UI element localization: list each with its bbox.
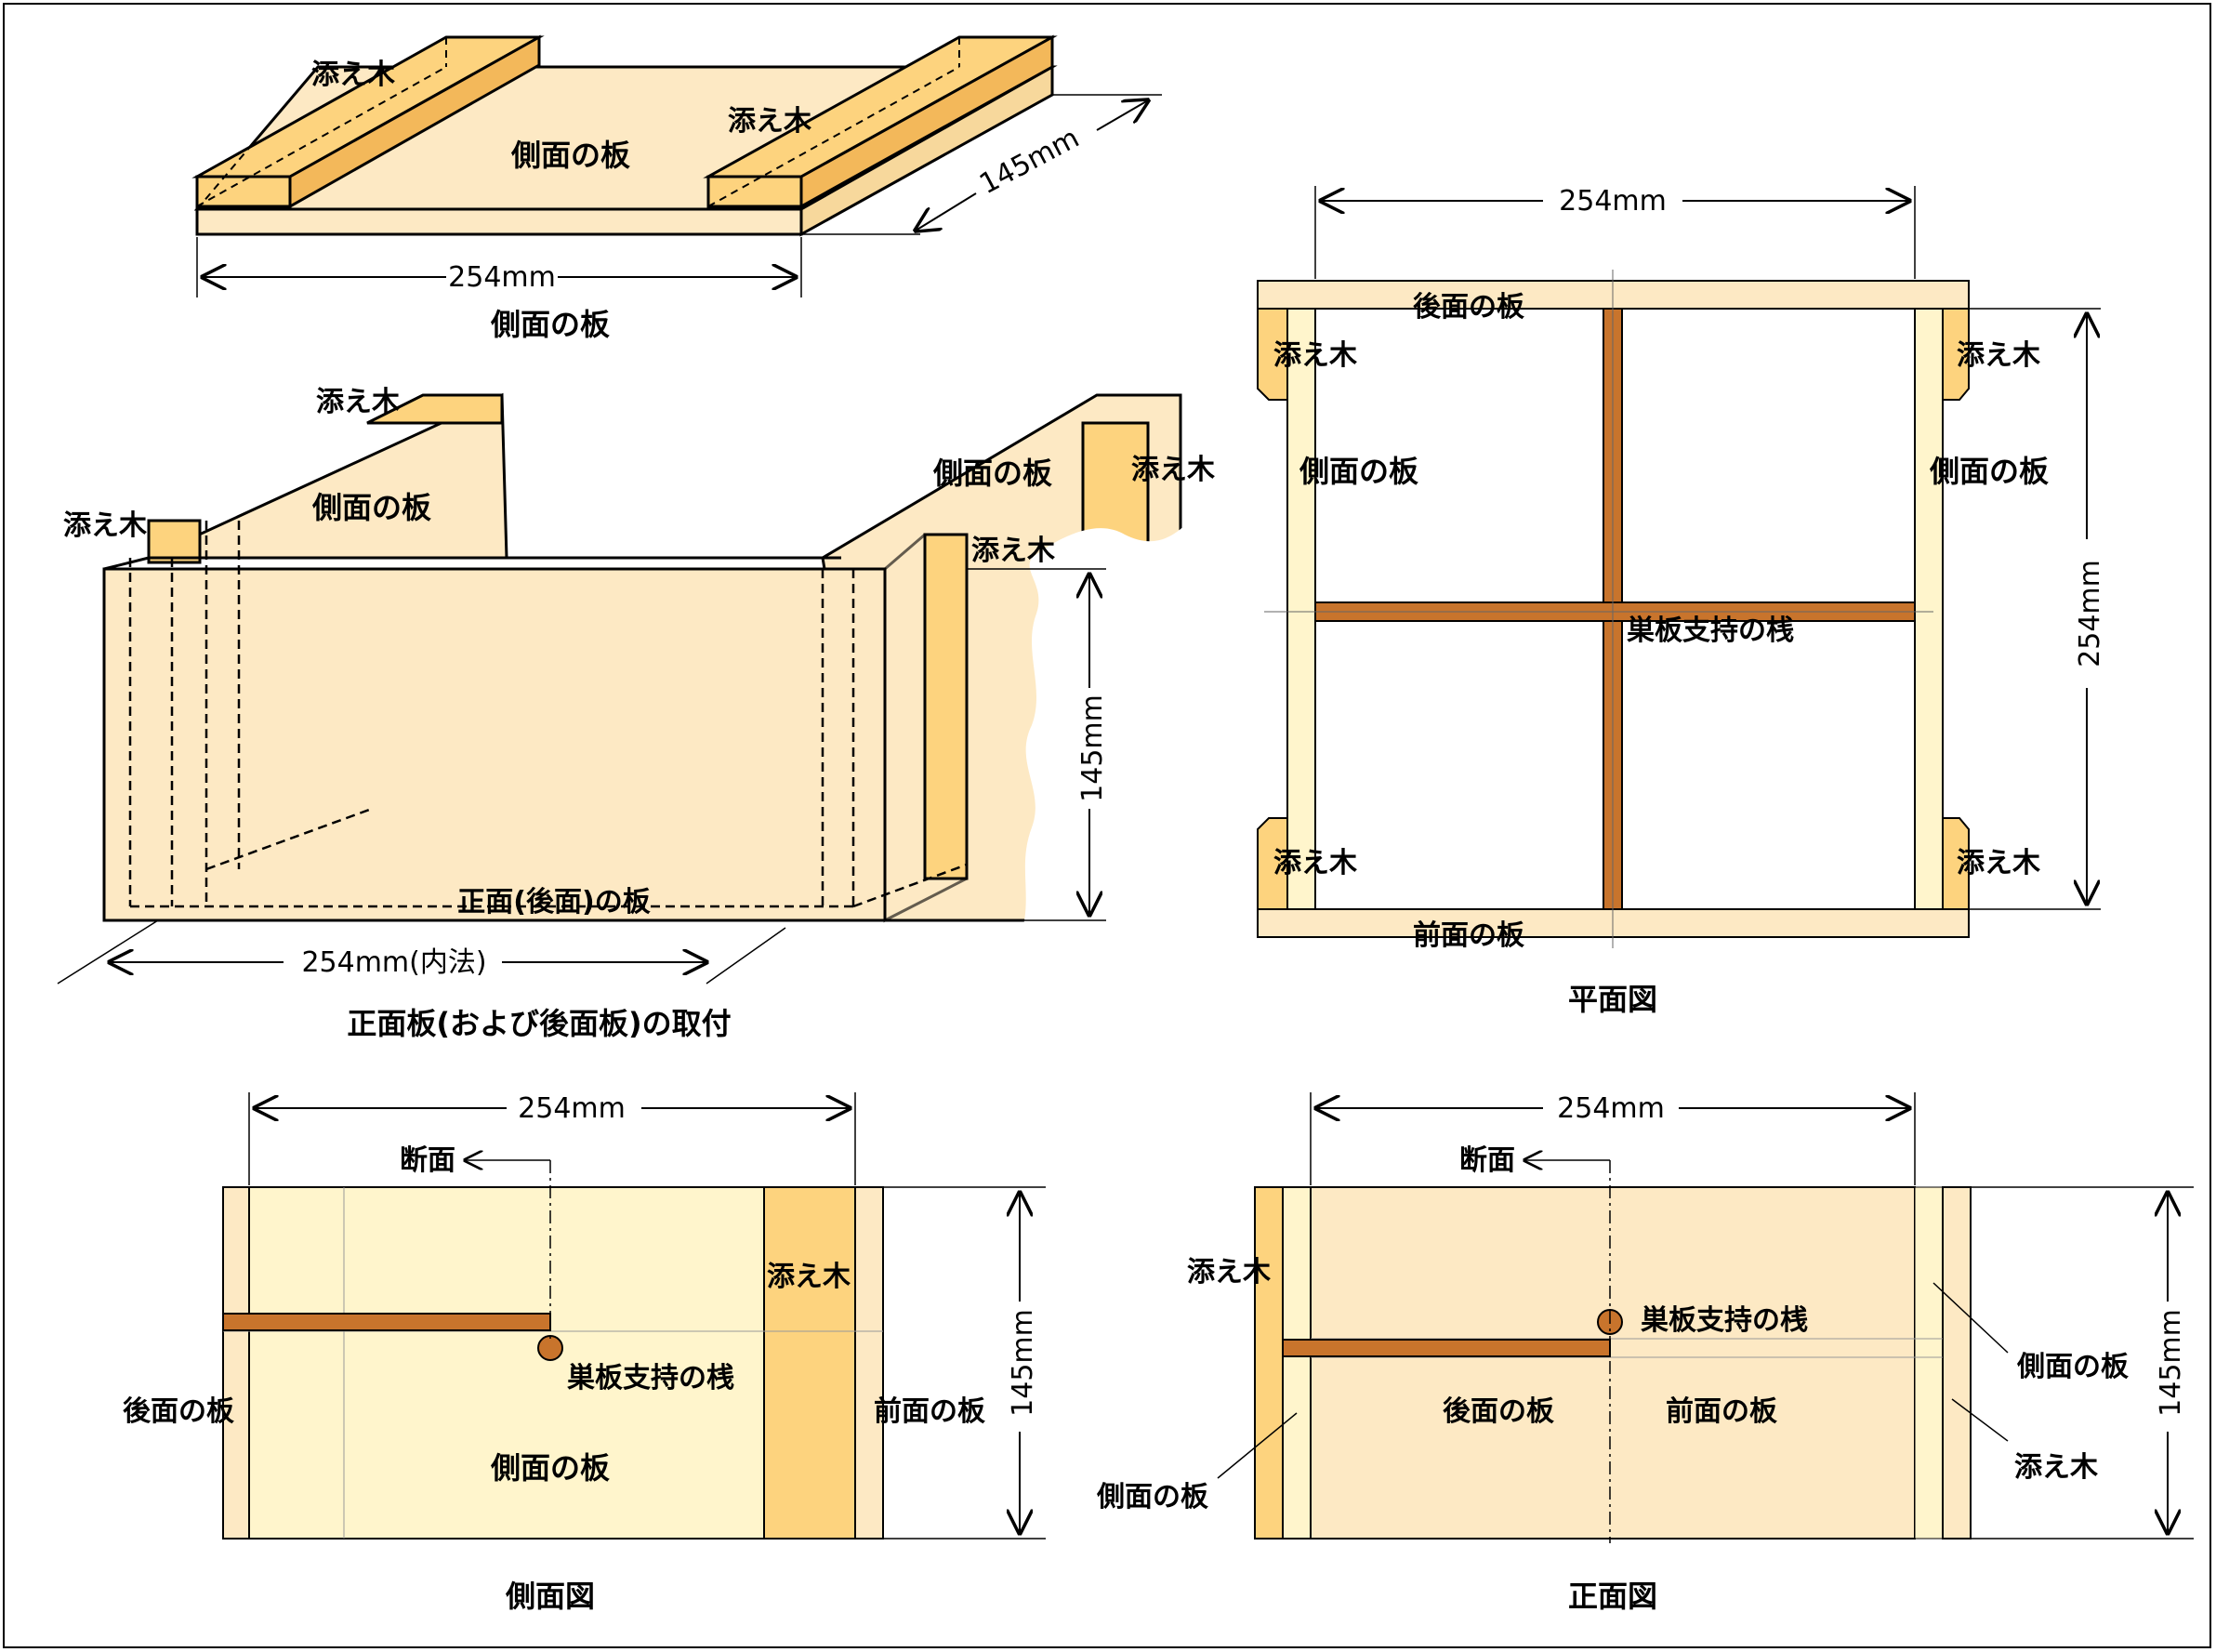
fv-left-side-board <box>1282 1186 1312 1540</box>
plan-dim-254-h: 254mm <box>1314 185 1916 279</box>
fv-label-back: 後面の板 <box>1443 1395 1554 1428</box>
sv-dim-145: 145mm <box>883 1186 1046 1540</box>
sv-bar <box>222 1313 551 1331</box>
label-front-back-board: 正面(後面)の板 <box>457 886 650 919</box>
sv-label-bar: 巣板支持の桟 <box>567 1362 734 1394</box>
fv-right-splint <box>1942 1186 1972 1540</box>
label-side-board-b: 側面の板 <box>932 456 1052 491</box>
side-view: 254mm 145mm 断面 添え木 巣板支持の桟 後面の板 前面の板 側面の板… <box>123 1092 1046 1614</box>
plan-label-splint-tr: 添え木 <box>1957 339 2040 372</box>
sv-label-splint: 添え木 <box>767 1261 851 1293</box>
fv-dim-145-label: 145mm <box>2155 1309 2187 1417</box>
plan-right-side-board <box>1914 308 1944 910</box>
plan-left-side-board <box>1286 308 1316 910</box>
plan-label-front: 前面の板 <box>1413 919 1524 952</box>
label-side-board: 側面の板 <box>510 138 630 173</box>
sv-dim-254: 254mm <box>248 1092 856 1185</box>
splint-left-front <box>195 175 292 208</box>
plan-label-splint-tl: 添え木 <box>1273 339 1357 372</box>
left-splint-column <box>147 519 202 564</box>
plan-dim-254-v-label: 254mm <box>2074 560 2106 667</box>
sv-side-board <box>248 1186 765 1540</box>
fv-board <box>1310 1186 1916 1540</box>
dim-145-diag-label: 145mm <box>974 122 1085 201</box>
fv-label-front: 前面の板 <box>1666 1395 1777 1428</box>
label-splint-b: 添え木 <box>63 509 147 542</box>
label-splint-c: 添え木 <box>1131 454 1215 486</box>
plan-splint-bl <box>1257 817 1288 910</box>
plan-view: 254mm 254mm 後面の板 前面の板 添え木 添え木 添え木 添え木 側面… <box>1257 185 2106 1017</box>
plan-label-side-right: 側面の板 <box>1929 454 2049 489</box>
sv-splint <box>763 1186 856 1540</box>
sv-back-board <box>222 1186 250 1540</box>
fv-label-splint-left: 添え木 <box>1187 1256 1271 1289</box>
plan-label-side-left: 側面の板 <box>1299 454 1418 489</box>
sv-label-side: 側面の板 <box>490 1450 610 1486</box>
right-splint-upright <box>1081 421 1150 546</box>
fv-label-side-left: 側面の板 <box>1096 1481 1208 1513</box>
plan-label-splint-br: 添え木 <box>1957 847 2040 879</box>
page-frame <box>3 3 2211 1648</box>
plan-splint-br <box>1942 817 1970 910</box>
front-board <box>102 567 887 922</box>
fv-dim-254-label: 254mm <box>1557 1092 1665 1125</box>
sv-label-front: 前面の板 <box>874 1395 985 1428</box>
fv-label-section: 断面 <box>1459 1144 1515 1177</box>
caption-plan: 平面図 <box>1568 982 1657 1017</box>
side-board-front-face <box>195 207 803 236</box>
label-splint-a: 添え木 <box>316 386 400 418</box>
fv-label-splint-right: 添え木 <box>2014 1451 2098 1484</box>
plan-dim-254-h-label: 254mm <box>1559 185 1667 218</box>
dim-254-inner-label: 254mm(内法) <box>301 946 486 979</box>
caption-side-view: 側面図 <box>505 1579 595 1614</box>
label-splint-right: 添え木 <box>728 105 811 138</box>
sv-bar-section <box>537 1335 563 1361</box>
plan-label-bar: 巣板支持の桟 <box>1627 615 1794 647</box>
sv-label-back: 後面の板 <box>123 1395 234 1428</box>
dim-254-top-label: 254mm <box>448 261 556 294</box>
caption-front-view: 正面図 <box>1568 1579 1657 1614</box>
sv-label-section: 断面 <box>400 1144 455 1177</box>
front-mount-isometric: 145mm 254mm(内法) 添え木 添え木 側面の板 側面の板 添え木 添え… <box>57 386 1215 1041</box>
dim-145-right: 145mm <box>885 568 1109 921</box>
fv-bar <box>1282 1339 1611 1357</box>
sv-front-board <box>854 1186 884 1540</box>
fv-label-side-right: 側面の板 <box>2016 1351 2129 1383</box>
side-board-isometric: 254mm 145mm 添え木 添え木 側面の板 側面の板 <box>191 34 1162 342</box>
sv-dim-254-label: 254mm <box>518 1092 626 1125</box>
label-splint-d: 添え木 <box>971 535 1055 567</box>
plan-label-splint-bl: 添え木 <box>1273 847 1357 879</box>
fv-label-bar: 巣板支持の桟 <box>1641 1304 1808 1337</box>
fv-right-side-board <box>1914 1186 1944 1540</box>
caption-front-mount: 正面板(および後面板)の取付 <box>347 1006 731 1041</box>
plan-label-back: 後面の板 <box>1413 291 1524 324</box>
plan-splint-tl <box>1257 308 1288 401</box>
label-splint-left: 添え木 <box>311 59 395 91</box>
front-view: 254mm 145mm 断面 添え木 巣板支持の桟 後面の板 前面の板 側面の板… <box>1096 1092 2194 1614</box>
label-side-board-a: 側面の板 <box>311 490 431 525</box>
sv-dim-145-label: 145mm <box>1007 1309 1039 1417</box>
fv-dim-145: 145mm <box>1971 1186 2194 1540</box>
dim-145-right-label: 145mm <box>1076 694 1109 802</box>
dim-254-inner: 254mm(内法) <box>57 919 786 985</box>
dim-254-top: 254mm <box>196 237 802 297</box>
fv-left-splint <box>1254 1186 1284 1540</box>
fv-dim-254: 254mm <box>1310 1092 1916 1185</box>
plan-dim-254-v: 254mm <box>1943 308 2106 910</box>
caption-side-board: 側面の板 <box>490 307 610 342</box>
left-splint-top <box>366 393 504 425</box>
